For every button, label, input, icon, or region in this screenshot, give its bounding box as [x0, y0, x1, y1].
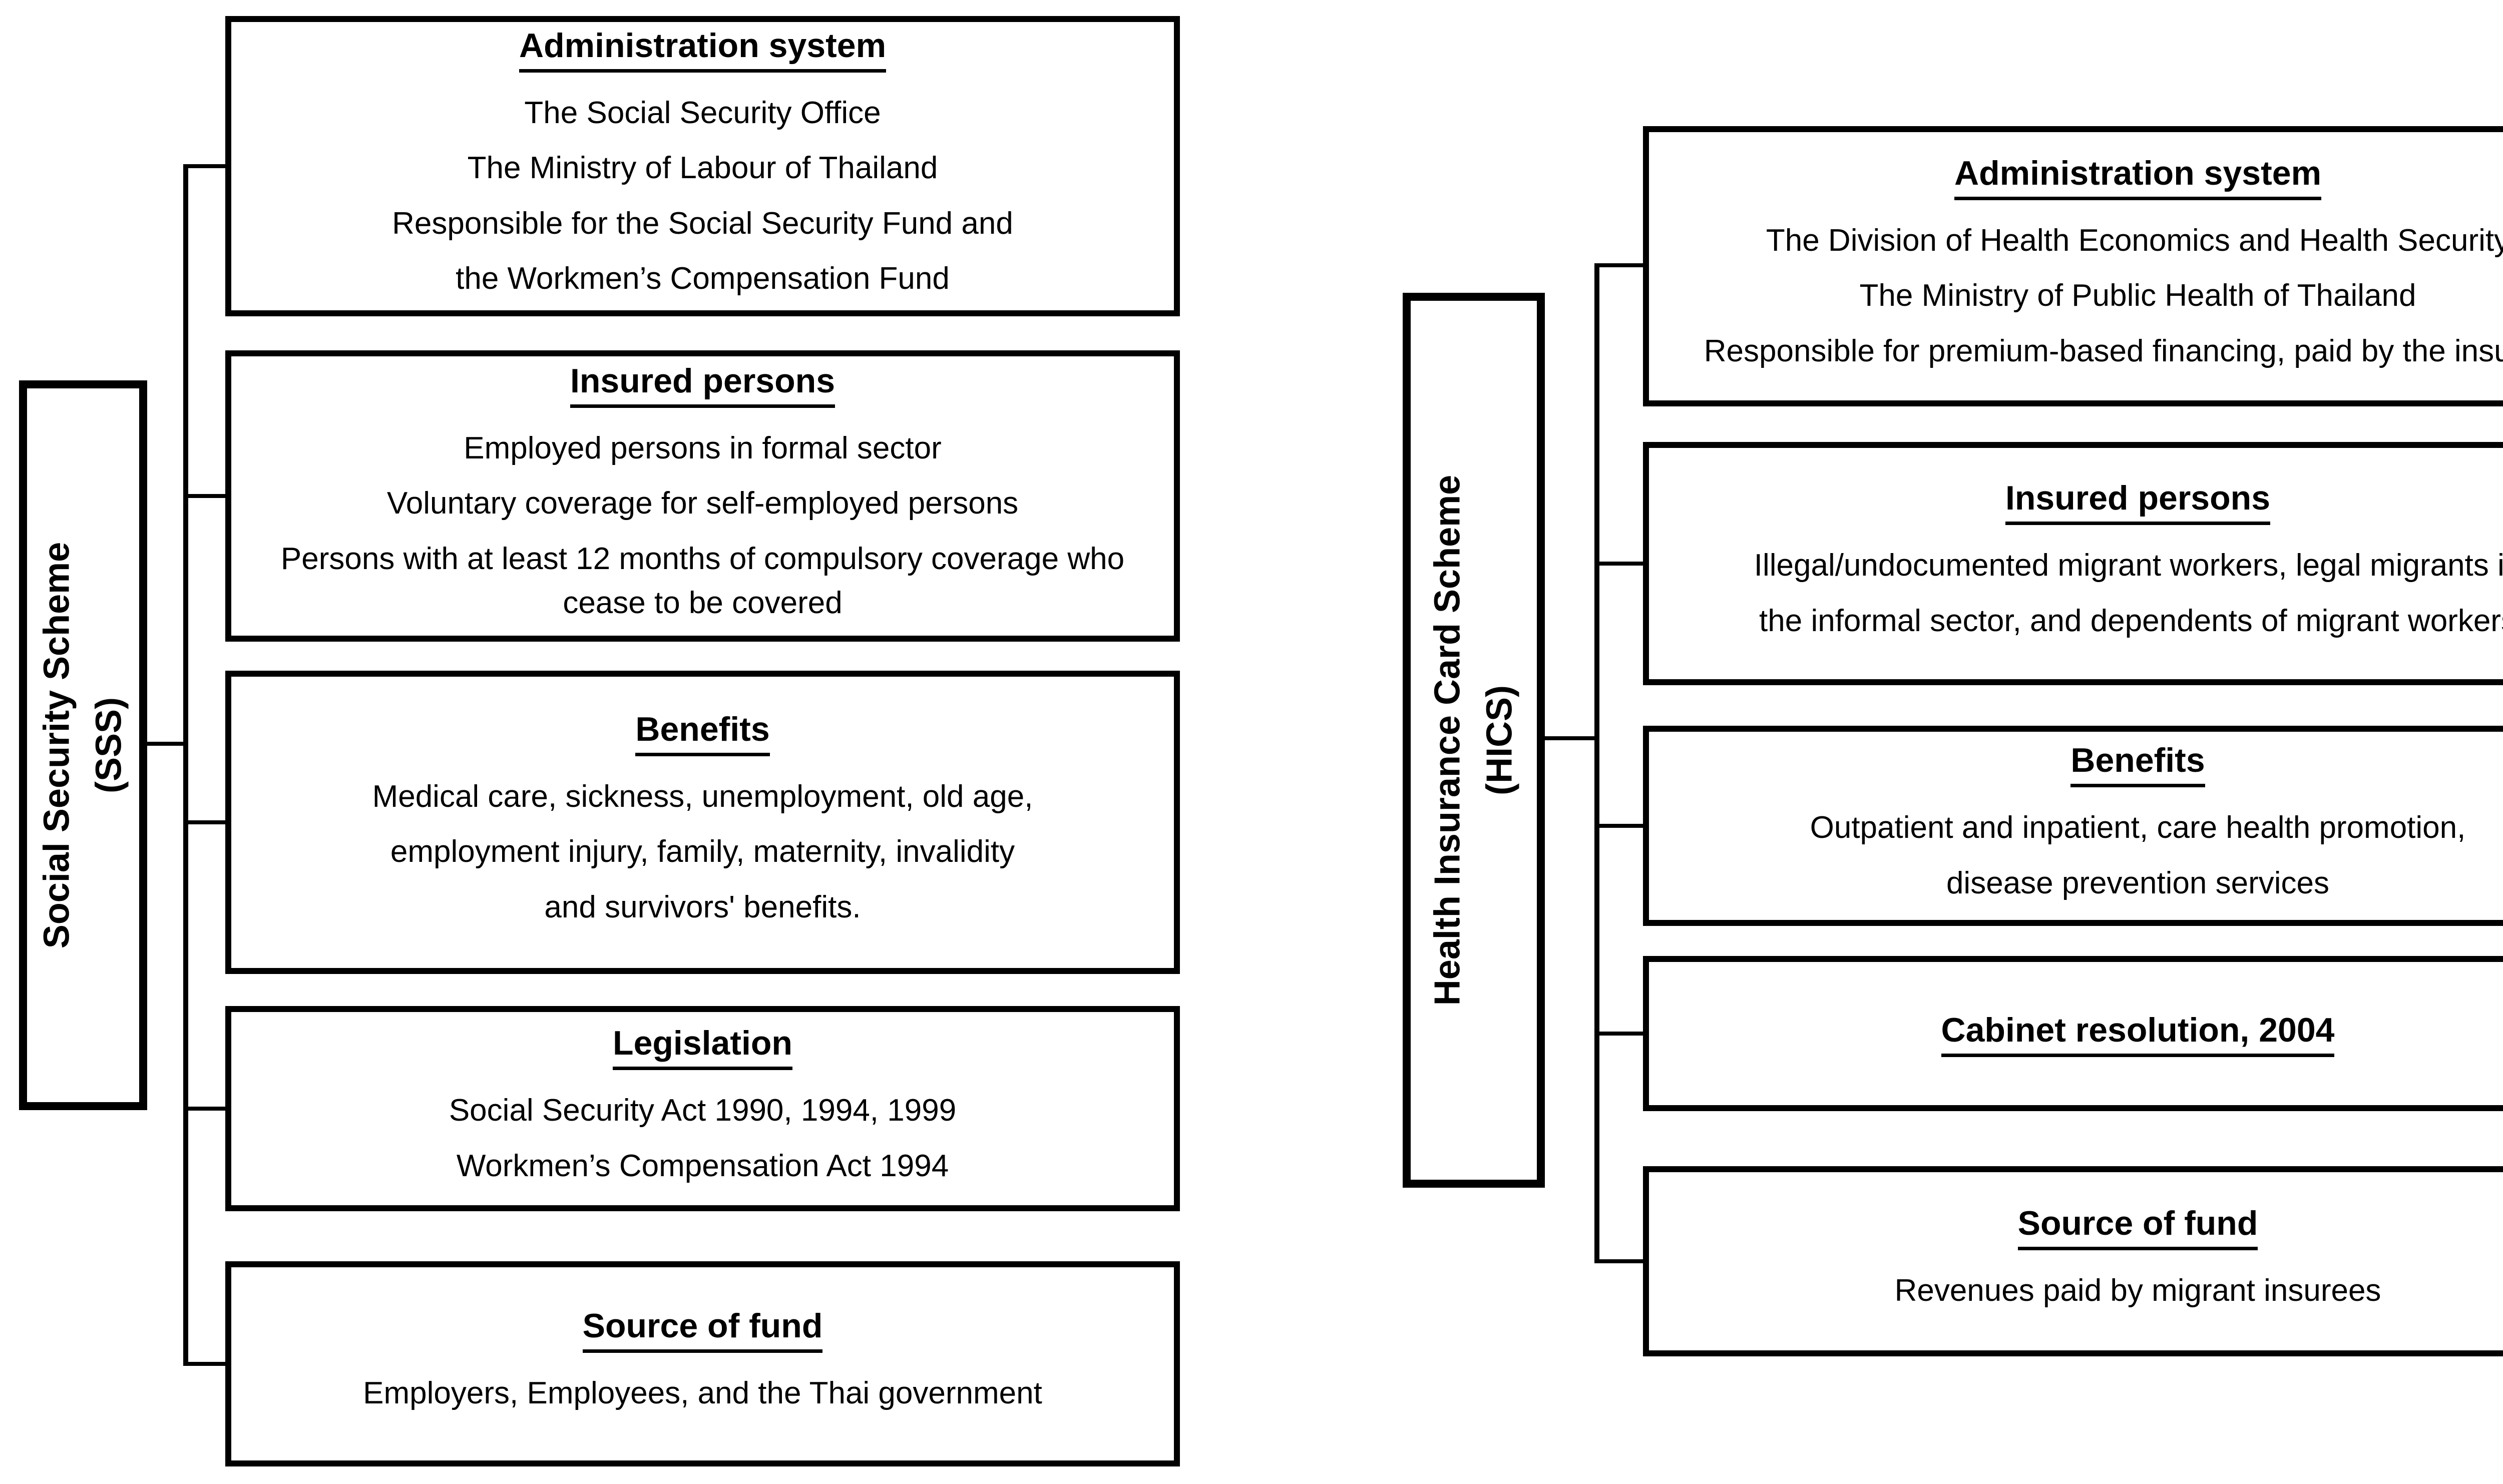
hics-cabinet-resolution-box: Cabinet resolution, 2004	[1643, 956, 2503, 1111]
sss-label-connector	[147, 742, 187, 746]
hics-label-connector	[1545, 736, 1597, 740]
sss-insured-persons-box: Insured persons Employed persons in form…	[225, 350, 1180, 642]
box-line: Medical care, sickness, unemployment, ol…	[372, 779, 1033, 814]
sss-label-line2: (SSS)	[89, 697, 129, 794]
box-line: Employers, Employees, and the Thai gover…	[363, 1376, 1042, 1411]
sss-benefits-box: Benefits Medical care, sickness, unemplo…	[225, 671, 1180, 974]
hics-administration-box: Administration system The Division of He…	[1643, 126, 2503, 406]
box-line: Voluntary coverage for self-employed per…	[386, 486, 1019, 521]
box-heading: Source of fund	[582, 1306, 823, 1353]
sss-legislation-box: Legislation Social Security Act 1990, 19…	[225, 1006, 1180, 1211]
sss-stub-source	[183, 1362, 230, 1366]
box-line: Responsible for premium-based financing,…	[1704, 333, 2503, 368]
sss-stub-insured	[183, 494, 230, 498]
hics-stub-insured	[1594, 562, 1649, 566]
box-line: The Ministry of Public Health of Thailan…	[1859, 278, 2416, 313]
sss-trunk-line	[183, 164, 188, 1366]
hics-trunk-line	[1594, 263, 1599, 1263]
sss-administration-box: Administration system The Social Securit…	[225, 16, 1180, 316]
box-heading: Administration system	[1954, 154, 2322, 201]
hics-stub-benefits	[1594, 824, 1649, 828]
box-line: Employed persons in formal sector	[464, 431, 942, 466]
hics-source-of-fund-box: Source of fund Revenues paid by migrant …	[1643, 1166, 2503, 1356]
box-line: disease prevention services	[1946, 865, 2330, 900]
box-heading: Legislation	[613, 1024, 792, 1071]
box-heading: Cabinet resolution, 2004	[1941, 1011, 2335, 1057]
hics-label-text: Health Insurance Card Scheme (HICS)	[1422, 315, 1526, 1166]
box-line: The Division of Health Economics and Hea…	[1766, 223, 2503, 258]
hics-stub-administration	[1594, 263, 1649, 267]
sss-label-line1: Social Security Scheme	[37, 542, 77, 949]
hics-stub-source	[1594, 1259, 1649, 1263]
sss-source-of-fund-box: Source of fund Employers, Employees, and…	[225, 1261, 1180, 1466]
box-line: Illegal/undocumented migrant workers, le…	[1754, 548, 2503, 583]
box-line: employment injury, family, maternity, in…	[390, 834, 1015, 869]
hics-label-line2: (HICS)	[1480, 685, 1520, 795]
hics-label-box: Health Insurance Card Scheme (HICS)	[1403, 293, 1545, 1188]
box-heading: Insured persons	[2005, 478, 2271, 526]
box-heading: Benefits	[2070, 741, 2205, 788]
box-line: Outpatient and inpatient, care health pr…	[1810, 810, 2466, 845]
box-heading: Insured persons	[570, 361, 836, 408]
hics-label-line1: Health Insurance Card Scheme	[1427, 474, 1468, 1006]
box-line: Workmen’s Compensation Act 1994	[456, 1148, 949, 1183]
box-line: and survivors' benefits.	[544, 889, 861, 924]
box-heading: Benefits	[635, 710, 770, 757]
sss-label-text: Social Security Scheme (SSS)	[31, 400, 136, 1091]
sss-stub-benefits	[183, 820, 230, 824]
box-line: The Ministry of Labour of Thailand	[467, 151, 938, 186]
hics-benefits-box: Benefits Outpatient and inpatient, care …	[1643, 726, 2503, 926]
box-heading: Administration system	[519, 26, 887, 73]
sss-stub-legislation	[183, 1107, 230, 1111]
sss-label-box: Social Security Scheme (SSS)	[19, 380, 147, 1110]
box-line: Responsible for the Social Security Fund…	[392, 206, 1013, 241]
sss-stub-administration	[183, 164, 230, 168]
hics-stub-cabinet	[1594, 1032, 1649, 1036]
hics-insured-persons-box: Insured persons Illegal/undocumented mig…	[1643, 442, 2503, 685]
box-line: Persons with at least 12 months of compu…	[280, 541, 1125, 620]
box-line: Revenues paid by migrant insurees	[1894, 1273, 2381, 1308]
box-line: The Social Security Office	[524, 96, 881, 131]
box-heading: Source of fund	[2017, 1204, 2258, 1251]
box-line: the Workmen’s Compensation Fund	[456, 261, 950, 296]
box-line: Social Security Act 1990, 1994, 1999	[449, 1093, 957, 1128]
box-line: the informal sector, and dependents of m…	[1759, 603, 2503, 638]
